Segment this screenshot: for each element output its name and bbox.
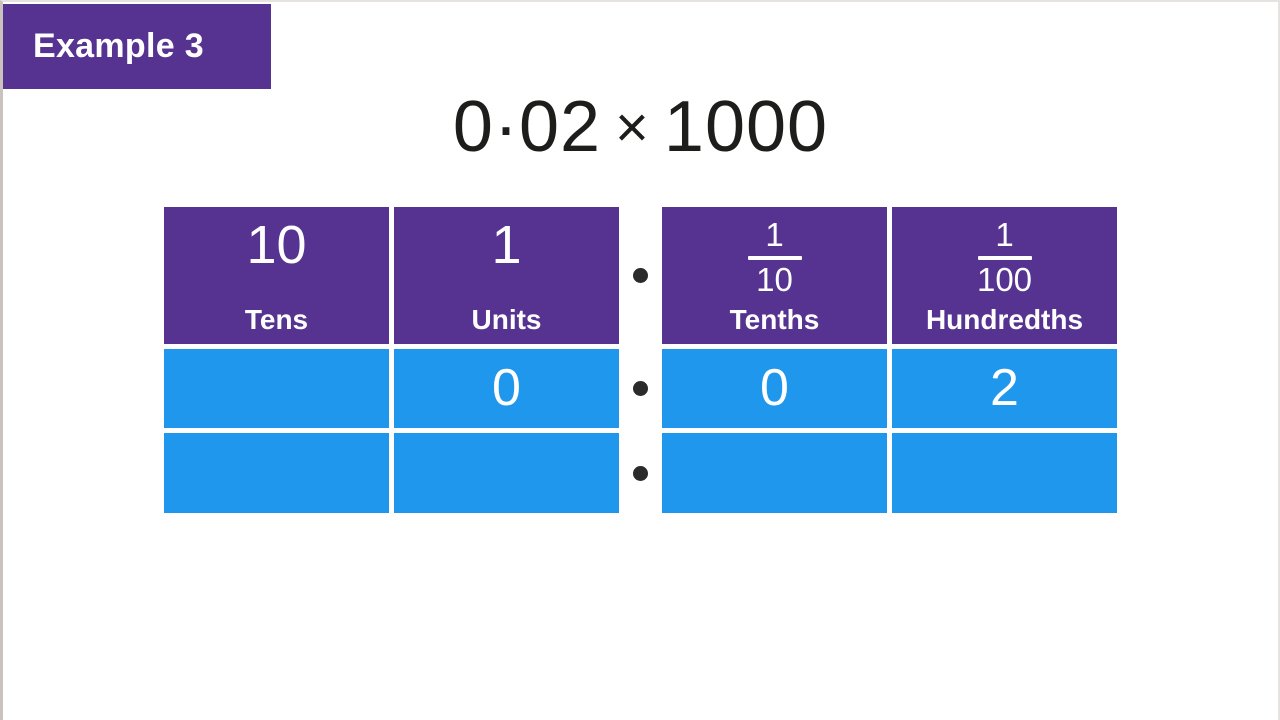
header-cell-tens: 10 Tens: [164, 207, 389, 344]
cell-value-row1-hundredths: 2: [990, 359, 1019, 418]
equation-left-operand: 0·02: [452, 87, 602, 167]
header-label-hundredths: Hundredths: [925, 303, 1084, 335]
fraction-one-hundredth: 1 100: [977, 217, 1032, 298]
cell-row2-hundredths[interactable]: [892, 433, 1117, 513]
decimal-point-dot-icon: [633, 465, 648, 481]
fraction-bar-tenths: [747, 256, 802, 260]
decimal-point-column-header: [619, 207, 662, 344]
cell-value-row1-tenths: 0: [760, 359, 789, 418]
cell-row1-units[interactable]: 0: [394, 348, 619, 429]
fraction-denominator-tenths: 10: [756, 261, 793, 298]
fraction-numerator-tenths: 1: [765, 216, 784, 253]
equation: 0·02×1000: [3, 86, 1278, 168]
example-badge: Example 3: [3, 4, 271, 89]
cell-row2-tens[interactable]: [164, 433, 389, 513]
decimal-point-dot-icon: [633, 267, 648, 283]
cell-row1-hundredths[interactable]: 2: [892, 348, 1117, 429]
equation-right-operand: 1000: [663, 87, 829, 167]
cell-row1-tenths[interactable]: 0: [662, 348, 887, 429]
fraction-denominator-hundredths: 100: [976, 261, 1033, 298]
decimal-point-dot-icon: [633, 380, 648, 396]
example-badge-label: Example 3: [33, 27, 204, 65]
cell-value-row1-units: 0: [492, 359, 521, 418]
decimal-point-column-row2: [619, 433, 662, 513]
decimal-point-column-row1: [619, 349, 662, 429]
cell-row1-tens[interactable]: [164, 348, 389, 429]
equation-operator: ×: [615, 95, 650, 160]
header-value-tens: 10: [246, 215, 307, 275]
header-cell-hundredths: 1 100 Hundredths: [892, 207, 1117, 344]
place-value-header-row: 10 Tens 1 Units 1 10: [164, 207, 1122, 344]
place-value-table: 10 Tens 1 Units 1 10: [164, 207, 1122, 513]
table-row: [164, 433, 1122, 513]
header-cell-tenths: 1 10 Tenths: [662, 207, 887, 344]
header-value-units: 1: [491, 215, 522, 275]
header-label-tens: Tens: [244, 303, 309, 335]
header-cell-units: 1 Units: [394, 207, 619, 344]
fraction-numerator-hundredths: 1: [995, 216, 1014, 253]
cell-row2-units[interactable]: [394, 433, 619, 513]
header-label-tenths: Tenths: [729, 303, 820, 335]
fraction-bar-hundredths: [977, 256, 1032, 260]
table-row: 0 0 2: [164, 348, 1122, 429]
header-label-units: Units: [471, 303, 542, 335]
fraction-one-tenth: 1 10: [747, 216, 802, 298]
cell-row2-tenths[interactable]: [662, 433, 887, 513]
